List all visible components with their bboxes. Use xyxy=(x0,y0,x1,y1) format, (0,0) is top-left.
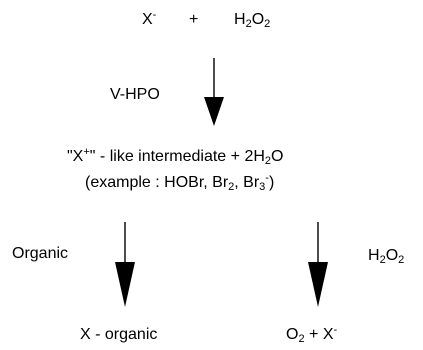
oxygen-halide-product: O2 + X- xyxy=(286,324,338,345)
peroxide-label: H2O2 xyxy=(368,247,405,266)
plus-sign: + xyxy=(189,11,199,28)
intermediate-line: "X+" - like intermediate + 2H2O xyxy=(67,146,284,167)
organic-label: Organic xyxy=(12,245,69,262)
example-line: (example : HOBr, Br2, Br3-) xyxy=(85,172,275,193)
arrow-peroxide-branch xyxy=(308,222,328,307)
arrow-organic-branch xyxy=(115,222,135,307)
halogenated-organic-product: X - organic xyxy=(80,326,158,343)
arrow-catalysis xyxy=(204,58,224,126)
catalyst-label: V-HPO xyxy=(110,86,160,103)
hydrogen-peroxide-reactant: H2O2 xyxy=(234,11,271,30)
halide-reactant: X- xyxy=(142,9,157,29)
